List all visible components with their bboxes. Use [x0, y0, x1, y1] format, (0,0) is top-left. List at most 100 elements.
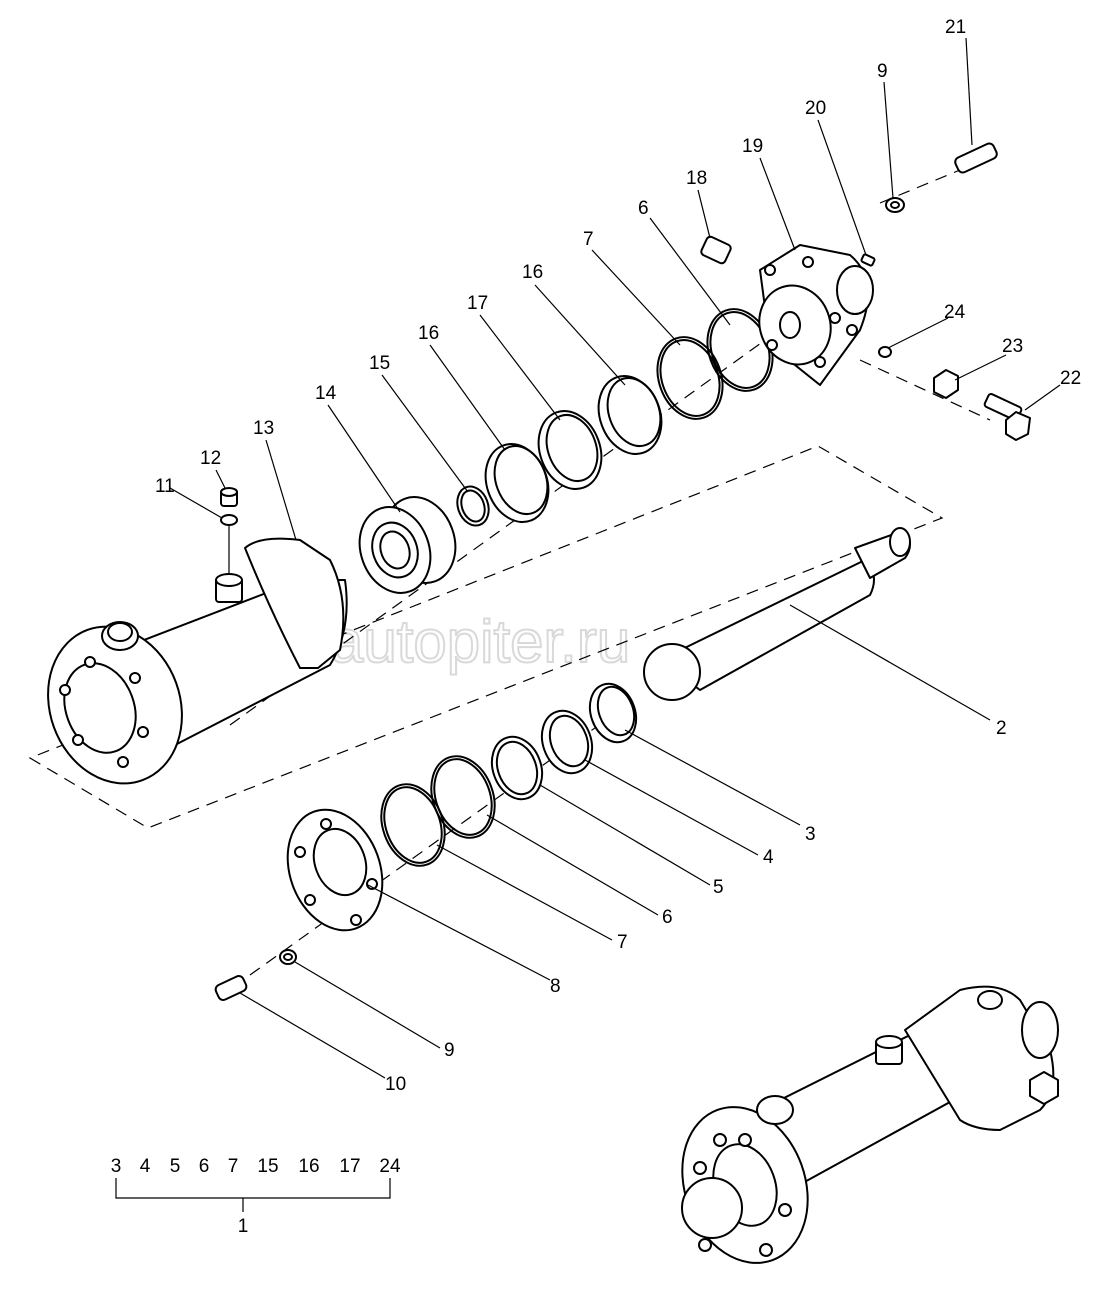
front-cap-part-8: [286, 808, 384, 932]
fitting-part-12-top: [220, 487, 238, 497]
assembled-rod-eye: [681, 1177, 743, 1239]
bleed-valve-part-18: [700, 235, 732, 265]
cap-bolt-hole: [320, 818, 332, 830]
cap-bolt-hole: [766, 339, 778, 351]
label-part-19: 19: [742, 136, 763, 157]
cap-bolt-hole: [829, 312, 841, 324]
assembled-clevis: [1021, 1001, 1059, 1059]
bolt-part-10: [214, 975, 248, 1001]
label-part-10: 10: [385, 1074, 406, 1095]
label-part-23: 23: [1002, 336, 1023, 357]
washer-part-24: [878, 346, 892, 358]
label-part-2: 2: [996, 718, 1007, 739]
label-part-7-upper: 7: [583, 229, 594, 250]
bleed-axis-line: [859, 359, 991, 421]
kit-item-3: 3: [111, 1156, 122, 1177]
flange-bolt-hole: [59, 684, 71, 696]
kit-total-label: 1: [238, 1216, 249, 1237]
label-part-14: 14: [315, 383, 337, 404]
cap-bolt-hole: [846, 324, 858, 336]
flange-bolt-hole: [72, 734, 84, 746]
pin-part-20: [860, 253, 876, 267]
assembly-dashed-outline: [28, 445, 944, 829]
bolt-part-21: [954, 142, 998, 174]
label-part-15: 15: [369, 353, 390, 374]
o-ring-part-7-upper: [656, 336, 724, 420]
label-part-6-upper: 6: [638, 198, 649, 219]
piston-inner-ring: [379, 530, 411, 570]
kit-item-15: 15: [257, 1156, 278, 1177]
label-part-13: 13: [253, 418, 274, 439]
cylinder-barrel: [47, 537, 348, 785]
part-labels: 21 9 20 19 18 6 7 16 17 16 15 14 13 12 1…: [155, 17, 1081, 1095]
assembled-port: [977, 990, 1003, 1010]
label-part-18: 18: [686, 168, 707, 189]
seal-part-17: [537, 410, 603, 490]
washer-part-11: [220, 514, 238, 526]
label-part-7-lower: 7: [617, 932, 628, 953]
kit-item-17: 17: [339, 1156, 360, 1177]
barrel-port: [107, 622, 133, 642]
piston-rod-part-2: [643, 527, 911, 701]
kit-bracket: 3 4 5 6 7 15 16 17 24 1: [111, 1156, 401, 1237]
barrel-bore: [63, 662, 137, 754]
label-part-5: 5: [713, 877, 724, 898]
rear-cap-clevis: [836, 265, 874, 315]
washer-part-9-upper: [885, 197, 905, 213]
label-part-17: 17: [467, 293, 488, 314]
label-part-21: 21: [945, 17, 966, 38]
wear-ring-part-3: [588, 682, 638, 744]
barrel-fitting-top: [215, 573, 243, 587]
label-part-11: 11: [155, 476, 175, 497]
bolt-part-22-head: [1005, 411, 1031, 441]
cap-bolt-hole: [304, 894, 316, 906]
label-part-20: 20: [805, 98, 826, 119]
flange-bolt-hole: [84, 656, 96, 668]
scraper-part-4: [540, 709, 594, 775]
kit-item-24: 24: [379, 1156, 401, 1177]
rear-cap-part-19: [758, 244, 874, 386]
piston-part-14: [358, 496, 457, 594]
rod-eye: [643, 643, 701, 701]
label-part-6-lower: 6: [662, 907, 673, 928]
kit-item-5: 5: [170, 1156, 181, 1177]
nut-part-23: [933, 369, 959, 399]
rear-cap-center-hole: [779, 311, 801, 339]
o-ring-part-7-lower: [380, 783, 446, 867]
cap-bolt-hole: [350, 914, 362, 926]
kit-item-16: 16: [298, 1156, 319, 1177]
kit-item-6: 6: [199, 1156, 210, 1177]
label-part-9-upper: 9: [877, 61, 888, 82]
leader-lines: [169, 37, 1061, 1079]
label-part-9-lower: 9: [444, 1040, 455, 1061]
assembled-bleed-nut: [1029, 1071, 1059, 1105]
front-cap-bore: [312, 827, 368, 897]
watermark-text: autopiter.ru: [330, 608, 630, 675]
label-part-12: 12: [200, 448, 221, 469]
flange-bolt-hole: [129, 672, 141, 684]
cap-bolt-hole: [764, 264, 776, 276]
label-part-22: 22: [1060, 368, 1081, 389]
kit-item-7: 7: [228, 1156, 239, 1177]
flange-bolt-hole: [137, 726, 149, 738]
assembled-cylinder-view: [681, 985, 1059, 1264]
label-part-16-b: 16: [522, 262, 543, 283]
cap-bolt-hole: [294, 846, 306, 858]
label-part-3: 3: [805, 824, 816, 845]
label-part-8: 8: [550, 976, 561, 997]
flange-bolt-hole: [117, 756, 129, 768]
label-part-16-a: 16: [418, 323, 439, 344]
label-part-24: 24: [944, 302, 966, 323]
cap-bolt-hole: [814, 356, 826, 368]
cap-bolt-hole: [802, 256, 814, 268]
bolt-axis-line: [879, 169, 961, 204]
washer-part-9-lower: [279, 949, 297, 965]
assembled-front-port: [756, 1095, 794, 1125]
lower-axis-line: [249, 709, 621, 976]
cap-bolt-hole: [366, 878, 378, 890]
label-part-4: 4: [763, 847, 774, 868]
kit-item-4: 4: [140, 1156, 151, 1177]
kit-bracket-line: [115, 1178, 391, 1199]
